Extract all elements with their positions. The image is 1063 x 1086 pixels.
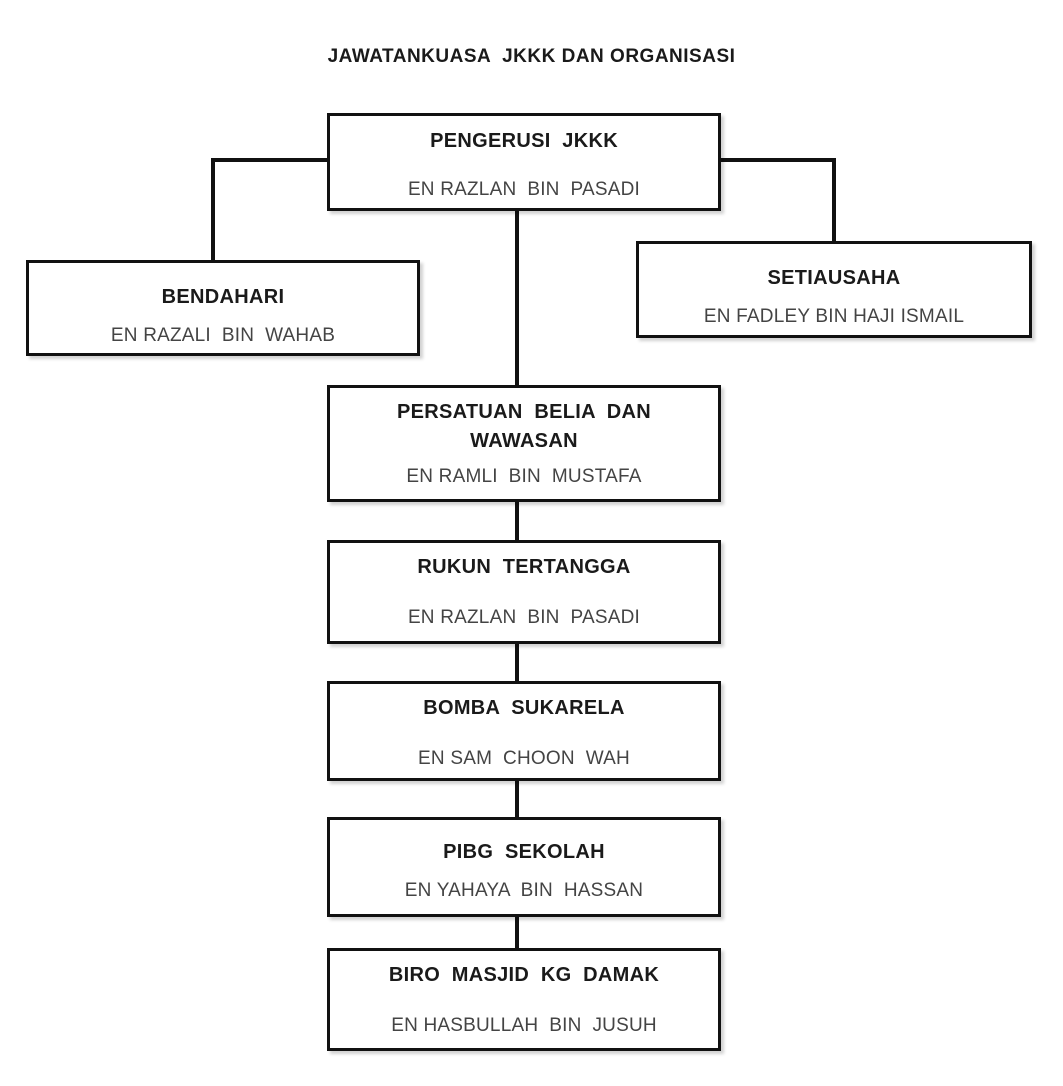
node-person: EN RAZLAN BIN PASADI [407,607,641,628]
node-person: EN FADLEY BIN HAJI ISMAIL [703,306,965,327]
node-setiausaha: SETIAUSAHA EN FADLEY BIN HAJI ISMAIL [636,241,1032,338]
node-title: BOMBA SUKARELA [423,697,625,719]
node-persatuan-belia: PERSATUAN BELIA DAN WAWASAN EN RAMLI BIN… [327,385,721,502]
page-title: JAWATANKUASA JKKK DAN ORGANISASI [327,46,736,67]
node-title: SETIAUSAHA [767,267,901,289]
node-person: EN HASBULLAH BIN JUSUH [391,1015,657,1036]
node-biro-masjid: BIRO MASJID KG DAMAK EN HASBULLAH BIN JU… [327,948,721,1051]
node-title: PENGERUSI JKKK [430,130,618,152]
node-person: EN SAM CHOON WAH [418,748,630,769]
node-title: BIRO MASJID KG DAMAK [388,964,660,986]
node-title: RUKUN TERTANGGA [417,556,631,578]
node-bendahari: BENDAHARI EN RAZALI BIN WAHAB [26,260,420,356]
node-person: EN RAZALI BIN WAHAB [110,325,336,346]
node-title: PERSATUAN BELIA DAN WAWASAN [396,401,657,452]
node-pengerusi: PENGERUSI JKKK EN RAZLAN BIN PASADI [327,113,721,211]
node-pibg-sekolah: PIBG SEKOLAH EN YAHAYA BIN HASSAN [327,817,721,917]
node-bomba-sukarela: BOMBA SUKARELA EN SAM CHOON WAH [327,681,721,781]
node-title: PIBG SEKOLAH [443,841,605,863]
node-title: BENDAHARI [161,286,285,308]
connector-pengerusi-bendahari [211,158,329,262]
connector-pengerusi-setiausaha [719,158,836,243]
node-person: EN RAMLI BIN MUSTAFA [406,466,642,487]
node-rukun-tertangga: RUKUN TERTANGGA EN RAZLAN BIN PASADI [327,540,721,644]
node-person: EN YAHAYA BIN HASSAN [404,880,644,901]
node-person: EN RAZLAN BIN PASADI [407,179,641,200]
